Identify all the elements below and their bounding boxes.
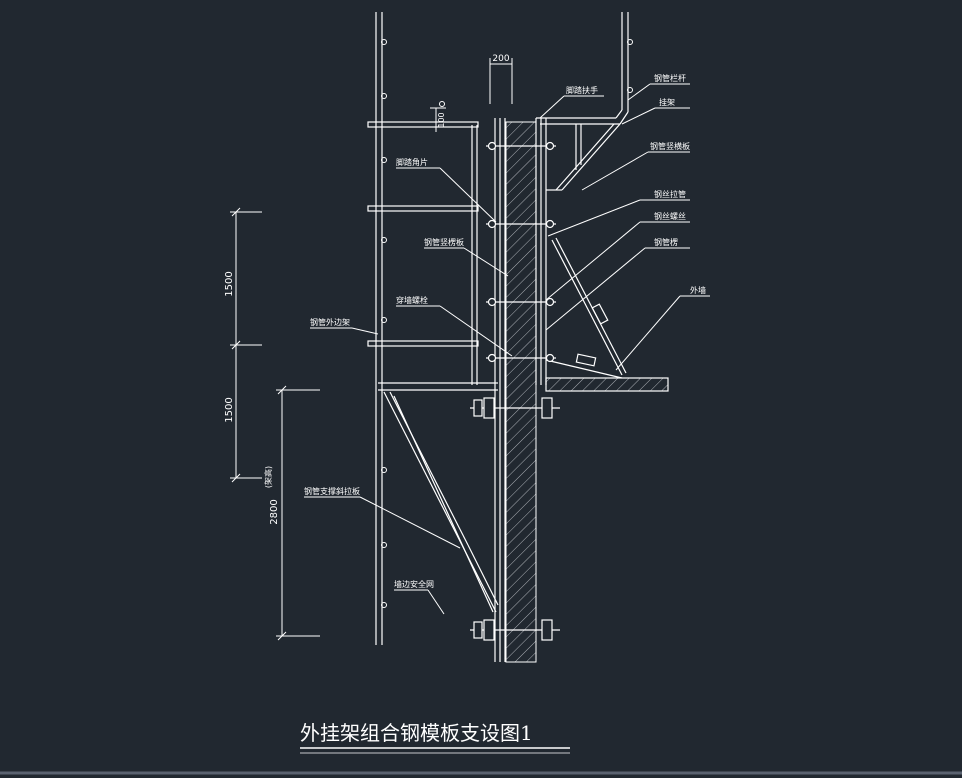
label-guajia: 挂架: [659, 97, 675, 107]
dim-frame-height-note: (架高): [263, 466, 273, 488]
label-gangguan-waibianjia: 钢管外边架: [310, 317, 350, 327]
tie-bolts: [470, 141, 560, 641]
label-gangsi-laguan: 钢丝拉管: [654, 189, 686, 199]
dim-top-gap: 100: [437, 112, 446, 127]
dim-frame-height: 2800: [269, 499, 280, 524]
dimension-lines: [230, 58, 513, 641]
annotation-labels: 脚踏扶手 钢管栏杆 挂架 钢管竖横板 钢丝拉管 钢丝螺丝 钢管楞 外墙 脚踏角片…: [304, 73, 706, 589]
label-gangguan-langan: 钢管栏杆: [654, 73, 686, 83]
structure: [367, 12, 669, 662]
label-gangsi-luosi: 钢丝螺丝: [654, 211, 686, 221]
dim-upper-span: 1500: [224, 271, 235, 296]
concrete-wall: [505, 121, 537, 663]
label-zhicheng-xielaban: 钢管支撑斜拉板: [304, 486, 360, 496]
label-gangguan-shulengban: 钢管竖楞板: [424, 237, 464, 247]
dim-lower-span: 1500: [224, 397, 235, 422]
label-waiqiang: 外墙: [690, 285, 706, 295]
label-anquanwang: 墙边安全网: [394, 579, 434, 589]
label-gangguan-leng: 钢管楞: [654, 237, 678, 247]
drawing-title: 外挂架组合钢模板支设图1: [300, 721, 533, 745]
label-gangguan-shuhengban: 钢管竖横板: [650, 141, 690, 151]
post-fasteners: [381, 39, 633, 608]
label-chuanqiang-luoshuan: 穿墙螺栓: [396, 295, 428, 305]
dim-top-width: 200: [492, 54, 509, 64]
label-jiaota-fushou: 脚踏扶手: [566, 85, 598, 95]
floor-slab: [545, 377, 669, 392]
label-jiaota-jiaopian: 脚踏角片: [396, 157, 428, 167]
leader-lines: [304, 83, 710, 615]
